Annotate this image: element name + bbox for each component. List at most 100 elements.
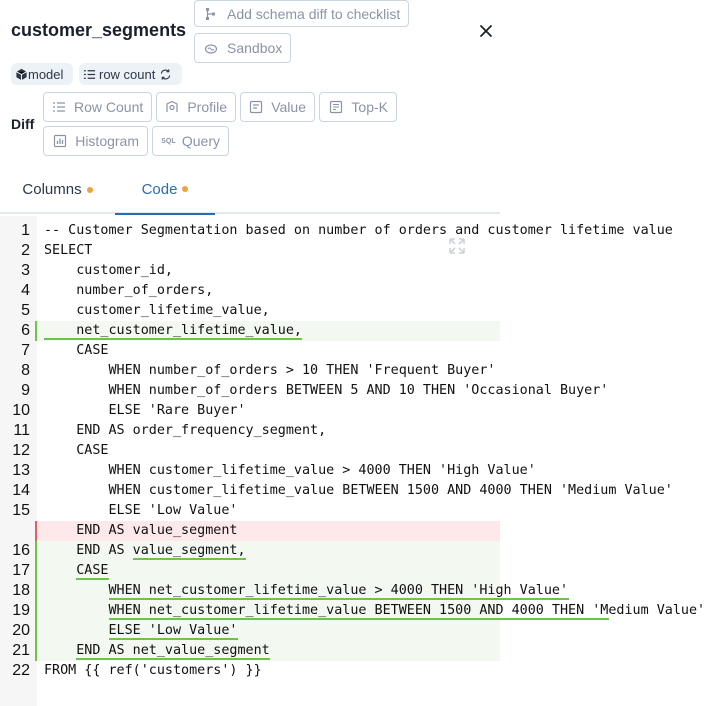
code-text: -- Customer Segmentation based on number… [44, 223, 673, 238]
topk-diff-button[interactable]: Top-K [319, 92, 397, 122]
gutter-cell [0, 581, 35, 601]
line-number: 7 [21, 342, 30, 359]
line-number: 10 [12, 402, 30, 419]
code-line: 1 -- Customer Segmentation based on numbe… [0, 221, 673, 241]
diff-marker [35, 601, 37, 621]
code-text: ELSE 'Low Value' [44, 623, 238, 638]
query-diff-button[interactable]: SQL Query [152, 126, 229, 156]
line-number: 15 [12, 502, 30, 519]
row-count-icon [52, 99, 66, 115]
cube-icon [16, 68, 27, 80]
line-number: 13 [12, 462, 30, 479]
code-text: FROM {{ ref('customers') }} [44, 663, 262, 678]
code-text: END AS order_frequency_segment, [44, 423, 327, 438]
tab-columns-dot [86, 186, 93, 193]
code-text: WHEN net_customer_lifetime_value > 4000 … [44, 583, 569, 598]
line-number: 17 [12, 562, 30, 579]
gutter-cell [0, 601, 35, 621]
line-number: 18 [12, 582, 30, 599]
code-line: 4 number_of_orders, [0, 281, 500, 301]
change-underline [76, 658, 270, 660]
refresh-icon[interactable] [159, 68, 172, 81]
line-number: 11 [13, 422, 30, 439]
code-text: WHEN number_of_orders > 10 THEN 'Frequen… [44, 363, 496, 378]
code-text: customer_id, [44, 263, 173, 278]
code-editor[interactable]: 1 -- Customer Segmentation based on numbe… [0, 216, 705, 706]
code-line: 5 customer_lifetime_value, [0, 301, 500, 321]
code-text: CASE [44, 563, 109, 578]
diff-marker [35, 521, 37, 541]
code-text: CASE [44, 343, 109, 358]
code-text: WHEN customer_lifetime_value > 4000 THEN… [44, 463, 536, 478]
sandbox-button[interactable]: Sandbox [194, 33, 292, 63]
tab-columns[interactable]: Columns [0, 165, 115, 214]
code-line-added: 16 END AS value_segment, [0, 541, 500, 561]
code-line: 14 WHEN customer_lifetime_value BETWEEN … [0, 481, 673, 501]
code-text: END AS value_segment [44, 523, 238, 538]
value-diff-button[interactable]: Value [240, 92, 315, 122]
gutter-cell [0, 521, 35, 541]
diff-marker [35, 641, 37, 661]
gutter-cell [0, 621, 35, 641]
code-line-added: 21 END AS net_value_segment [0, 641, 500, 661]
code-line-added: 17 CASE [0, 561, 500, 581]
code-line: 3 customer_id, [0, 261, 500, 281]
row-count-tag: row count [79, 63, 182, 85]
diff-marker [35, 561, 37, 581]
code-text: customer_lifetime_value, [44, 303, 270, 318]
histogram-diff-button[interactable]: Histogram [43, 126, 148, 156]
code-text: number_of_orders, [44, 283, 214, 298]
line-number: 8 [21, 362, 30, 379]
tab-code[interactable]: Code [115, 165, 215, 215]
line-number: 2 [21, 242, 30, 259]
code-line: 8 WHEN number_of_orders > 10 THEN 'Frequ… [0, 361, 500, 381]
code-line-added: 19 WHEN net_customer_lifetime_value BETW… [0, 601, 705, 621]
code-line: 13 WHEN customer_lifetime_value > 4000 T… [0, 461, 536, 481]
row-count-tag-label: row count [99, 66, 156, 82]
add-schema-diff-button[interactable]: Add schema diff to checklist [194, 0, 410, 27]
profile-diff-button[interactable]: Profile [156, 92, 236, 122]
code-text: net_customer_lifetime_value, [44, 323, 302, 338]
histogram-diff-label: Histogram [75, 133, 139, 149]
line-number: 22 [12, 662, 30, 679]
code-text: WHEN net_customer_lifetime_value BETWEEN… [44, 603, 705, 618]
line-number: 20 [12, 622, 30, 639]
code-line-removed: END AS value_segment [0, 521, 500, 541]
line-number: 6 [21, 322, 30, 339]
line-number: 14 [12, 482, 30, 499]
sandbox-icon [203, 40, 219, 56]
sql-icon: SQL [161, 137, 176, 145]
code-text: END AS value_segment, [44, 543, 246, 558]
profile-diff-label: Profile [187, 99, 227, 115]
add-schema-diff-label: Add schema diff to checklist [227, 5, 401, 22]
profile-icon [165, 99, 179, 115]
row-count-diff-label: Row Count [74, 99, 144, 115]
gutter-cell [0, 641, 35, 661]
close-icon[interactable] [477, 22, 495, 40]
diff-marker [35, 321, 37, 341]
expand-icon[interactable] [447, 236, 467, 256]
code-line: 10 ELSE 'Rare Buyer' [0, 401, 500, 421]
line-number: 19 [12, 602, 30, 619]
diff-marker [35, 541, 37, 561]
code-text: END AS net_value_segment [44, 643, 270, 658]
change-underline [44, 338, 303, 340]
code-line: 12 CASE [0, 441, 500, 461]
change-underline [108, 598, 569, 600]
code-line: 9 WHEN number_of_orders BETWEEN 5 AND 10… [0, 381, 608, 401]
line-number: 12 [12, 442, 30, 459]
line-number: 1 [21, 222, 30, 239]
row-count-diff-button[interactable]: Row Count [43, 92, 152, 122]
value-diff-label: Value [271, 99, 306, 115]
gutter-cell [0, 321, 35, 341]
change-underline [76, 578, 109, 580]
line-number: 21 [12, 642, 30, 659]
line-number: 9 [21, 382, 30, 399]
model-tag: model [11, 63, 73, 85]
schema-diff-icon [203, 6, 219, 22]
gutter-cell [0, 541, 35, 561]
diff-marker [35, 581, 37, 601]
code-line-added: 18 WHEN net_customer_lifetime_value > 40… [0, 581, 569, 601]
line-number: 5 [21, 302, 30, 319]
